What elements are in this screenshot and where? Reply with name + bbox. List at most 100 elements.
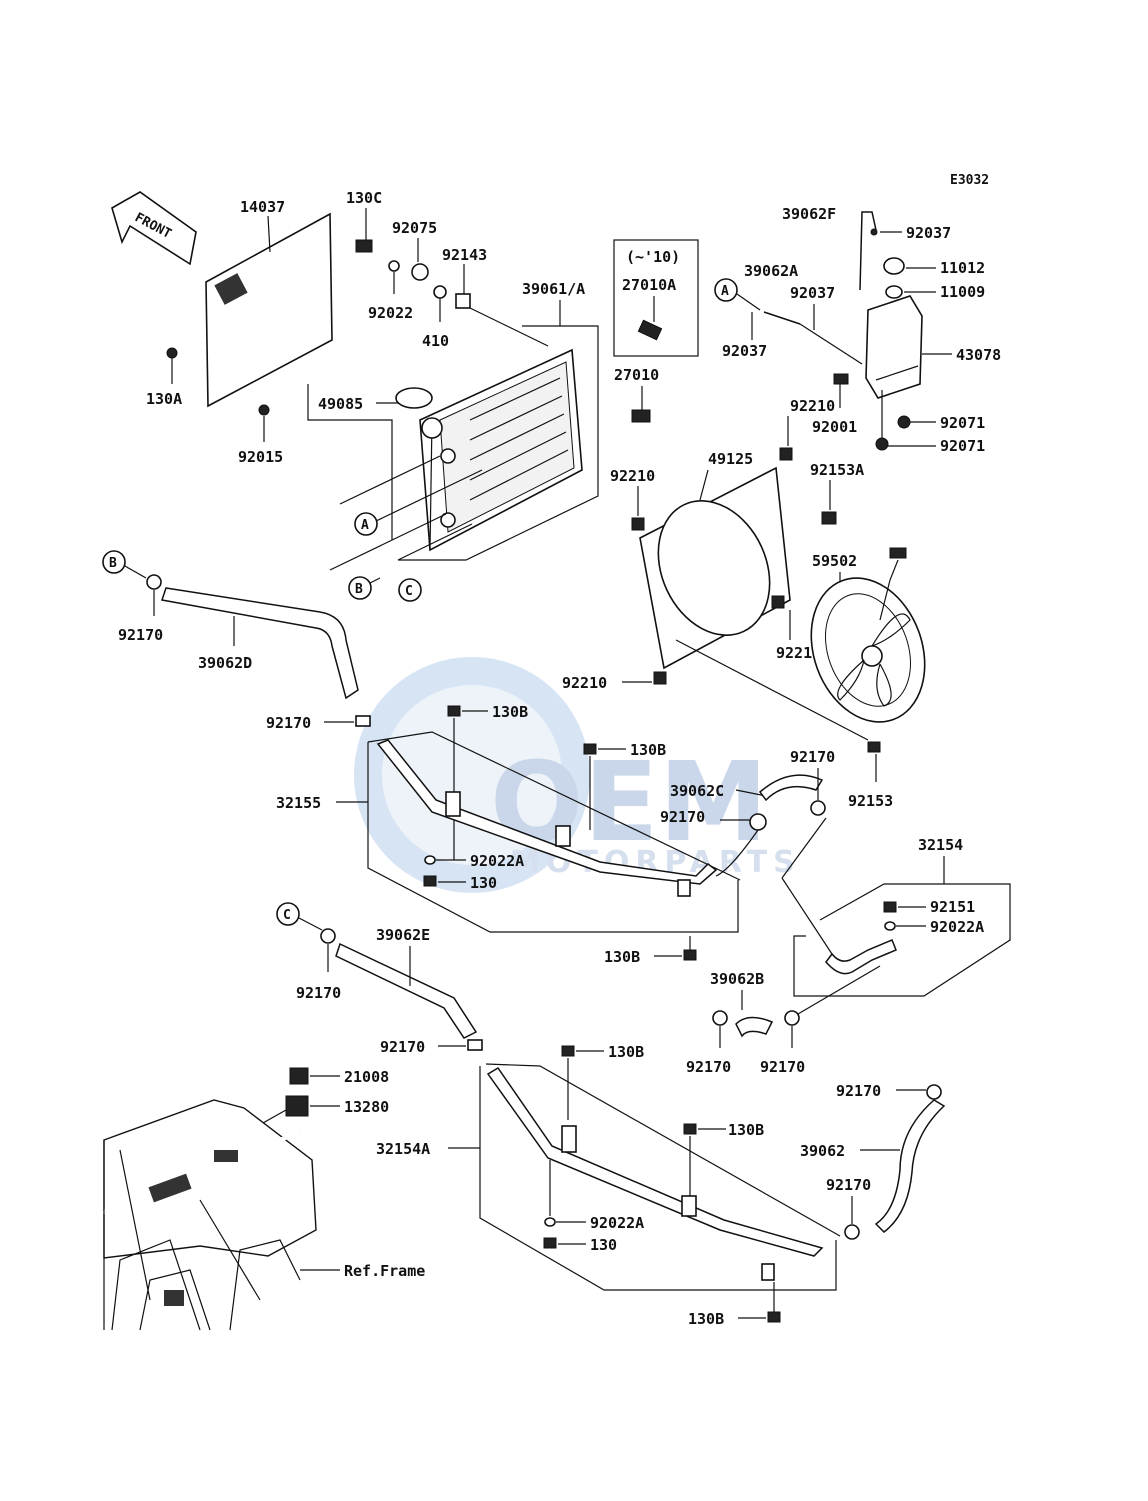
year-note: (~'10) bbox=[626, 248, 680, 266]
bolt-130C-icon bbox=[355, 239, 373, 253]
callout-a-left: A bbox=[339, 455, 483, 536]
switch-27010A-icon bbox=[637, 319, 663, 341]
label-39062: 39062 bbox=[800, 1142, 845, 1160]
bolt-92001-icon bbox=[833, 373, 849, 385]
callout-c-left: C bbox=[397, 523, 473, 602]
nut-92071-b-icon bbox=[875, 437, 889, 451]
label-130B-f: 130B bbox=[688, 1310, 724, 1328]
bolt-130B-e-icon bbox=[683, 1123, 697, 1135]
damper-13280-icon bbox=[285, 1095, 309, 1117]
label-32155: 32155 bbox=[276, 794, 321, 812]
label-92071-b: 92071 bbox=[940, 437, 985, 455]
svg-text:B: B bbox=[355, 582, 363, 597]
hose-39062E bbox=[335, 942, 478, 1039]
bolt-130B-f-icon bbox=[767, 1311, 781, 1323]
nut-92015-icon bbox=[258, 404, 270, 416]
clip-21008-icon bbox=[289, 1067, 309, 1085]
label-49125: 49125 bbox=[708, 450, 753, 468]
gasket-11009-icon bbox=[885, 285, 903, 299]
callout-b-hose bbox=[102, 550, 126, 574]
label-21008: 21008 bbox=[344, 1068, 389, 1086]
bolt-130B-a-icon bbox=[447, 705, 461, 717]
label-92210-bottom: 92210 bbox=[562, 674, 607, 692]
label-39062C: 39062C bbox=[670, 782, 724, 800]
callout-c-hose bbox=[276, 902, 300, 926]
clamp-92170-b-icon bbox=[146, 574, 162, 590]
bolt-130-b-icon bbox=[543, 1237, 557, 1249]
label-92170-b-right: 92170 bbox=[760, 1058, 805, 1076]
label-92151: 92151 bbox=[930, 898, 975, 916]
grommet-92143-icon bbox=[455, 293, 471, 309]
bolt-130B-c-icon bbox=[683, 949, 697, 961]
fan-shroud bbox=[639, 466, 791, 670]
bolt-130A-icon bbox=[166, 347, 178, 359]
radiator-cap-icon bbox=[395, 387, 433, 409]
label-43078: 43078 bbox=[956, 346, 1001, 364]
label-59502: 59502 bbox=[812, 552, 857, 570]
clamp-92170-k-icon bbox=[844, 1224, 860, 1240]
label-92210-right: 92210 bbox=[776, 644, 821, 662]
label-39062E: 39062E bbox=[376, 926, 430, 944]
svg-text:C: C bbox=[405, 584, 413, 599]
bolt-92151-icon bbox=[883, 901, 897, 913]
label-27010: 27010 bbox=[614, 366, 659, 384]
label-92037-left: 92037 bbox=[722, 342, 767, 360]
label-130B-b: 130B bbox=[630, 741, 666, 759]
clamp-92170-e-icon bbox=[810, 800, 826, 816]
label-32154A: 32154A bbox=[376, 1140, 430, 1158]
label-39062D: 39062D bbox=[198, 654, 252, 672]
bolt-130B-b-icon bbox=[583, 743, 597, 755]
label-130A: 130A bbox=[146, 390, 182, 408]
radiator bbox=[419, 348, 583, 552]
hose-39062A bbox=[763, 311, 801, 325]
clamp-92170-g-icon bbox=[712, 1010, 728, 1026]
label-92170-hose-d: 92170 bbox=[118, 626, 163, 644]
svg-text:A: A bbox=[721, 284, 729, 299]
clip-92210-right-icon bbox=[771, 595, 785, 609]
clip-92210-bottom-icon bbox=[653, 671, 667, 685]
diagram-code: E3032 bbox=[950, 173, 989, 188]
label-49085: 49085 bbox=[318, 395, 363, 413]
clamp-92170-i-icon bbox=[467, 1039, 483, 1051]
label-92037-top: 92037 bbox=[906, 224, 951, 242]
label-410: 410 bbox=[422, 332, 449, 350]
label-92071-a: 92071 bbox=[940, 414, 985, 432]
label-92210-top: 92210 bbox=[790, 397, 835, 415]
svg-text:B: B bbox=[109, 556, 117, 571]
clamp-92170-j-icon bbox=[926, 1084, 942, 1100]
clip-92210-top-icon bbox=[779, 447, 793, 461]
label-11009: 11009 bbox=[940, 283, 985, 301]
hose-39062 bbox=[874, 1099, 946, 1233]
clamp-92170-h-icon bbox=[784, 1010, 800, 1026]
label-92075: 92075 bbox=[392, 219, 437, 237]
label-130-a: 130 bbox=[470, 874, 497, 892]
svg-text:A: A bbox=[361, 518, 369, 533]
callout-b-left: B bbox=[329, 513, 447, 600]
cap-11012-icon bbox=[883, 257, 905, 275]
reserve-tank bbox=[865, 295, 923, 399]
clamp-92170-d-icon bbox=[749, 813, 767, 831]
washer-92022A-a-icon bbox=[424, 855, 436, 865]
pipe-32154A bbox=[486, 1066, 824, 1257]
svg-text:C: C bbox=[283, 908, 291, 923]
hose-39062B bbox=[735, 1016, 774, 1038]
label-92022A-b: 92022A bbox=[930, 918, 984, 936]
label-92170-hose-e: 92170 bbox=[296, 984, 341, 1002]
label-92170-right-bottom: 92170 bbox=[826, 1176, 871, 1194]
front-arrow-icon: FRONT bbox=[111, 191, 197, 266]
label-92170-right-top: 92170 bbox=[836, 1082, 881, 1100]
label-13280: 13280 bbox=[344, 1098, 389, 1116]
label-130B-c: 130B bbox=[604, 948, 640, 966]
label-27010A: 27010A bbox=[622, 276, 676, 294]
label-92022: 92022 bbox=[368, 304, 413, 322]
cooling-fan bbox=[810, 547, 926, 723]
label-92170-pipe-d: 92170 bbox=[380, 1038, 425, 1056]
hose-39062D bbox=[161, 587, 359, 700]
label-39062B: 39062B bbox=[710, 970, 764, 988]
label-92001: 92001 bbox=[812, 418, 857, 436]
label-39061A: 39061/A bbox=[522, 280, 585, 298]
label-92210-left: 92210 bbox=[610, 467, 655, 485]
washer-92022A-c-icon bbox=[544, 1217, 556, 1227]
label-92170-pipe-b: 92170 bbox=[790, 748, 835, 766]
hose-39062F bbox=[859, 211, 877, 291]
